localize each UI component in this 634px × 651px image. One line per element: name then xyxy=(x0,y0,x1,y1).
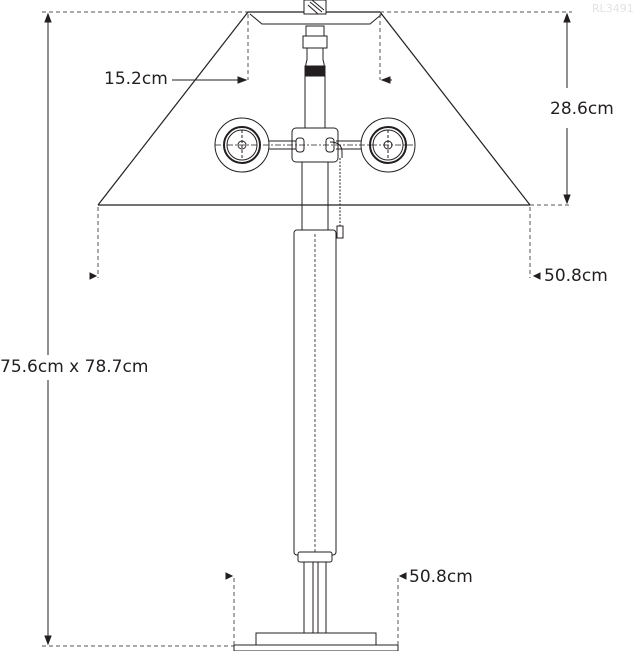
overall-height-label: 75.6cm x 78.7cm xyxy=(0,357,149,377)
shade-height-dimension xyxy=(380,11,572,206)
base-width-dimension xyxy=(233,578,399,648)
lamp-column xyxy=(293,162,342,645)
lamp-base xyxy=(233,632,399,651)
shade-height-label: 28.6cm xyxy=(550,99,614,119)
pull-chain xyxy=(336,158,344,239)
lamp-finial xyxy=(302,0,328,128)
overall-height-dimension xyxy=(42,11,250,647)
base-width-label: 50.8cm xyxy=(409,567,473,587)
shade-bottom-width-label: 50.8cm xyxy=(544,266,608,286)
shade-bottom-dimension xyxy=(97,207,531,278)
socket-cluster xyxy=(214,117,416,173)
shade-top-dimension xyxy=(247,14,381,80)
shade-top-width-label: 15.2cm xyxy=(104,69,168,89)
product-code: RL3491 xyxy=(592,2,634,15)
